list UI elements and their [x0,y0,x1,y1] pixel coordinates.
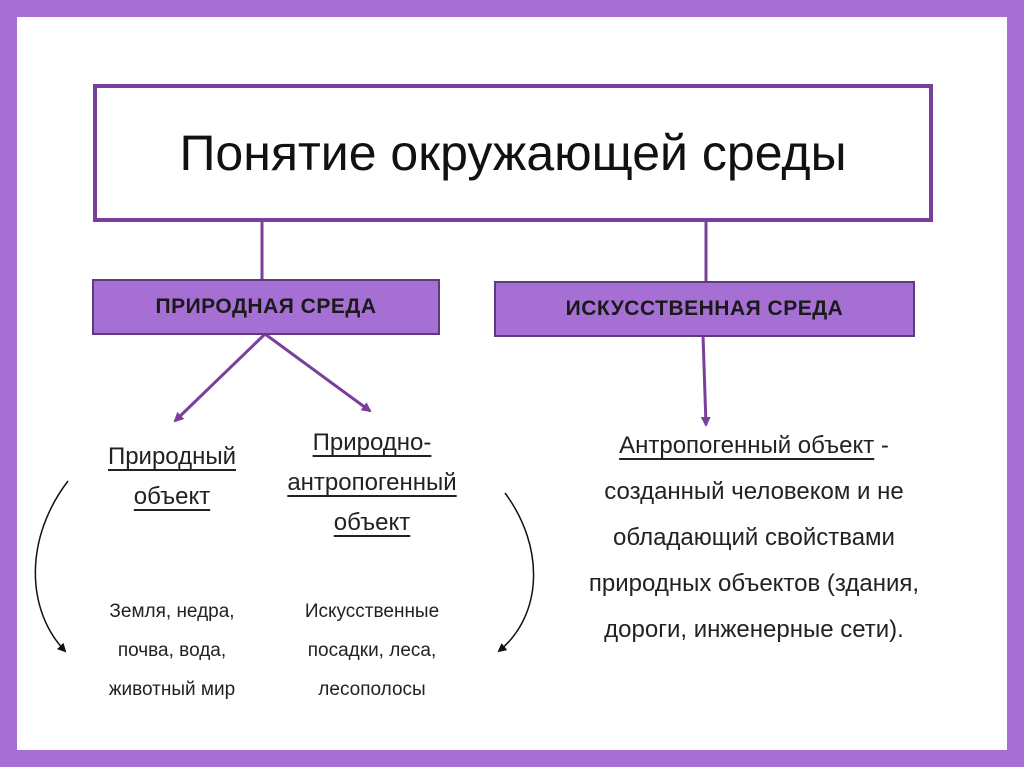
artificial-environment-box: ИСКУССТВЕННАЯ СРЕДА [494,281,915,337]
natural-anthropogenic-example-line: посадки, леса, [307,640,437,661]
natural-environment-box: ПРИРОДНАЯ СРЕДА [92,279,440,335]
artificial-environment-label: ИСКУССТВЕННАЯ СРЕДА [565,297,844,320]
anthropogenic-definition-line: природных объектов (здания, [588,570,920,597]
anthropogenic-definition-line: дороги, инженерные сети). [604,616,904,643]
natural-object-example-line: Земля, недра, [109,601,235,622]
natural-anthropogenic-example-line: Искусственные [304,601,440,622]
natural-anthropogenic-object-examples: Искусственные посадки, леса, лесополосы [272,592,472,709]
natural-object-example-line: животный мир [108,679,236,700]
title-box: Понятие окружающей среды [93,84,933,222]
anthropogenic-definition-line: созданный человеком и не [604,478,904,505]
page-title: Понятие окружающей среды [179,125,847,181]
natural-object-examples: Земля, недра, почва, вода, животный мир [72,592,272,709]
anthropogenic-object-definition: Антропогенный объект - созданный человек… [537,423,971,653]
natural-object-heading-line: объект [133,483,211,510]
natural-anthropogenic-object-heading: Природно- антропогенный объект [252,423,492,543]
connector-lines [34,218,711,653]
arrow-to-natural-object [173,332,267,423]
arrow-to-natural-anthropogenic-object [264,332,372,413]
right-curved-arrow [497,492,535,653]
anthropogenic-object-dash: - [874,432,889,459]
natural-object-heading: Природный объект [72,437,272,517]
natural-object-example-line: почва, вода, [117,640,227,661]
natural-environment-label: ПРИРОДНАЯ СРЕДА [155,295,377,318]
anthropogenic-object-term: Антропогенный объект [619,432,875,459]
natural-anthropogenic-heading-line: антропогенный [287,469,457,496]
anthropogenic-object-first-line: Антропогенный объект - [537,423,971,469]
natural-anthropogenic-heading-line: Природно- [312,429,432,456]
left-curved-arrow [34,480,69,653]
natural-anthropogenic-heading-line: объект [333,509,411,536]
anthropogenic-definition-line: обладающий свойствами [613,524,895,551]
arrow-to-anthropogenic-object [700,334,711,427]
slide: Понятие окружающей среды ПРИРОДНАЯ СРЕДА… [17,17,1007,750]
natural-object-heading-line: Природный [107,443,237,470]
natural-anthropogenic-example-line: лесополосы [318,679,426,700]
